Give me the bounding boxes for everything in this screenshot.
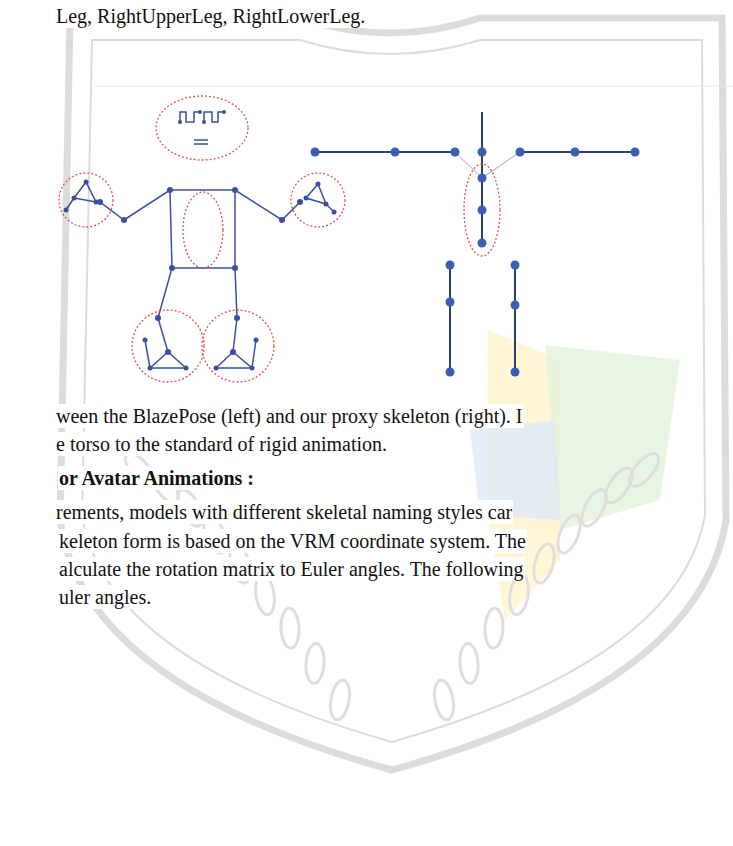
rule-line: [95, 86, 733, 87]
proxy-joints: [311, 148, 640, 377]
laurel-leaf: [432, 679, 457, 722]
section-heading: or Avatar Animations :: [58, 466, 255, 490]
laurel-leaf: [305, 643, 326, 684]
laurel-leaf: [553, 512, 584, 556]
spine-region: [464, 164, 500, 256]
laurel-leaf: [280, 608, 300, 649]
proxy-skeleton: [315, 112, 635, 372]
laurel-leaf: [484, 608, 504, 649]
blazepose-joints: [64, 110, 337, 371]
laurel-leaf: [459, 643, 480, 684]
laurel-leaf: [530, 542, 558, 585]
body-text-line: Leg, RightUpperLeg, RightLowerLeg.: [55, 4, 366, 28]
shield-watermark: [60, 18, 726, 770]
body-text-line: uler angles.: [58, 585, 152, 609]
laurel-leaf: [328, 679, 353, 722]
body-text-line: ween the BlazePose (left) and our proxy …: [55, 404, 524, 428]
body-text-line: alculate the rotation matrix to Euler an…: [58, 557, 525, 581]
laurel-leaf: [577, 486, 611, 530]
body-text-line: keleton form is based on the VRM coordin…: [58, 529, 527, 553]
body-text-line: rements, models with different skeletal …: [55, 500, 513, 524]
region-circles: [59, 96, 345, 382]
body-text-line: e torso to the standard of rigid animati…: [55, 432, 388, 456]
